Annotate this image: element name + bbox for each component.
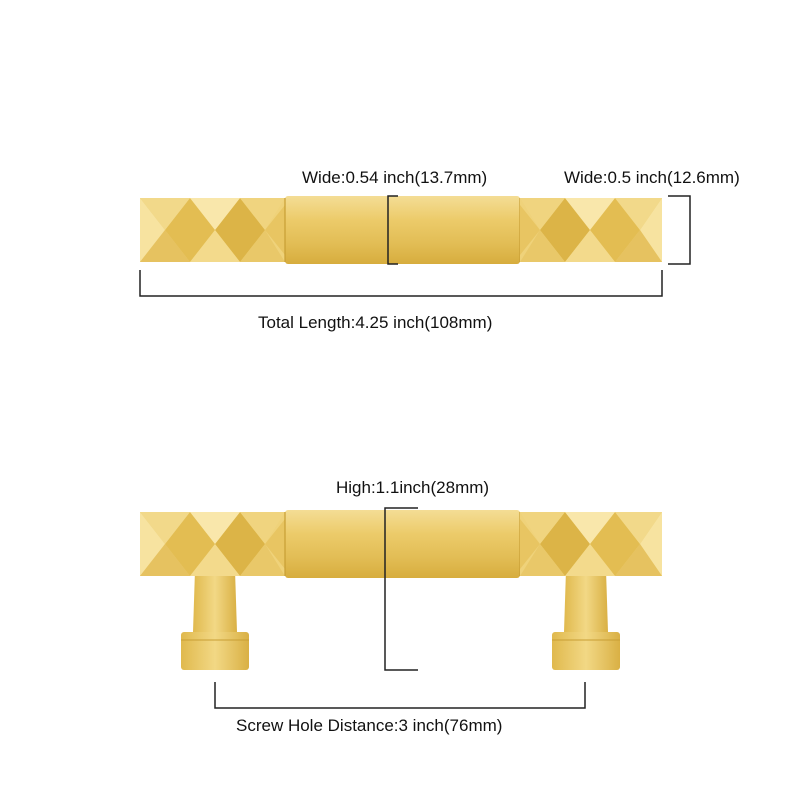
end-width-label: Wide:0.5 inch(12.6mm): [564, 168, 740, 187]
left-post: [181, 570, 249, 670]
center-grip: [285, 196, 520, 264]
end-width-bracket: [668, 195, 691, 265]
total-length-label: Total Length:4.25 inch(108mm): [258, 313, 493, 332]
height-label: High:1.1inch(28mm): [336, 478, 490, 497]
top-view-handle: [140, 196, 662, 264]
side-right-knurled-end: [520, 512, 662, 576]
screw-hole-distance-label: Screw Hole Distance:3 inch(76mm): [236, 716, 503, 735]
height-bracket: [384, 507, 418, 671]
side-view-dimensions: [214, 507, 586, 709]
center-width-bracket: [387, 195, 398, 265]
side-center-grip: [285, 510, 520, 578]
side-left-knurled-end: [140, 512, 285, 576]
side-view-handle: [140, 510, 662, 670]
total-length-bracket: [139, 270, 663, 297]
right-knurled-end: [520, 198, 662, 262]
center-width-label: Wide:0.54 inch(13.7mm): [302, 168, 488, 187]
right-post: [552, 570, 620, 670]
top-view-dimensions: [139, 195, 691, 297]
screw-hole-bracket: [214, 682, 586, 709]
left-knurled-end: [140, 198, 285, 262]
